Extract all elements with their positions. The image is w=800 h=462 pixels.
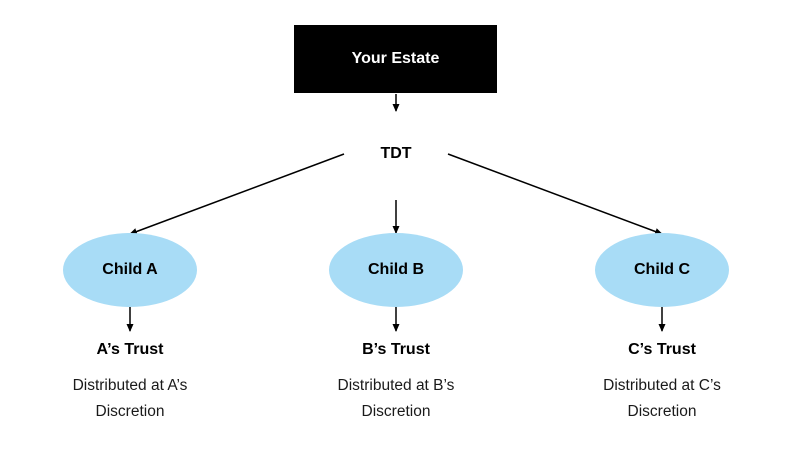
child-c-trust-label: C’s Trust — [628, 341, 696, 358]
child-b-node: Child B — [329, 233, 463, 307]
child-b-label: Child B — [368, 261, 424, 278]
arrow-tdt-to-child-c — [447, 153, 663, 235]
child-b-description-line2: Discretion — [361, 403, 431, 420]
child-a-description-line1: Distributed at A’s — [72, 377, 188, 394]
child-a-description: Distributed at A’s Discretion — [30, 373, 230, 425]
child-b-description: Distributed at B’s Discretion — [296, 373, 496, 425]
child-c-label: Child C — [634, 261, 690, 278]
child-c-description-line1: Distributed at C’s — [603, 377, 721, 394]
child-a-label: Child A — [102, 261, 158, 278]
your-estate-box: Your Estate — [294, 25, 497, 93]
child-c-description-line2: Discretion — [627, 403, 697, 420]
your-estate-label: Your Estate — [351, 50, 440, 67]
child-c-node: Child C — [595, 233, 729, 307]
tdt-label: TDT — [380, 145, 412, 162]
child-b-trust-label: B’s Trust — [362, 341, 430, 358]
child-a-node: Child A — [63, 233, 197, 307]
child-a-trust-label: A’s Trust — [96, 341, 164, 358]
child-a-description-line2: Discretion — [95, 403, 165, 420]
child-b-description-line1: Distributed at B’s — [337, 377, 455, 394]
arrow-tdt-to-child-a — [129, 153, 345, 235]
child-c-description: Distributed at C’s Discretion — [562, 373, 762, 425]
